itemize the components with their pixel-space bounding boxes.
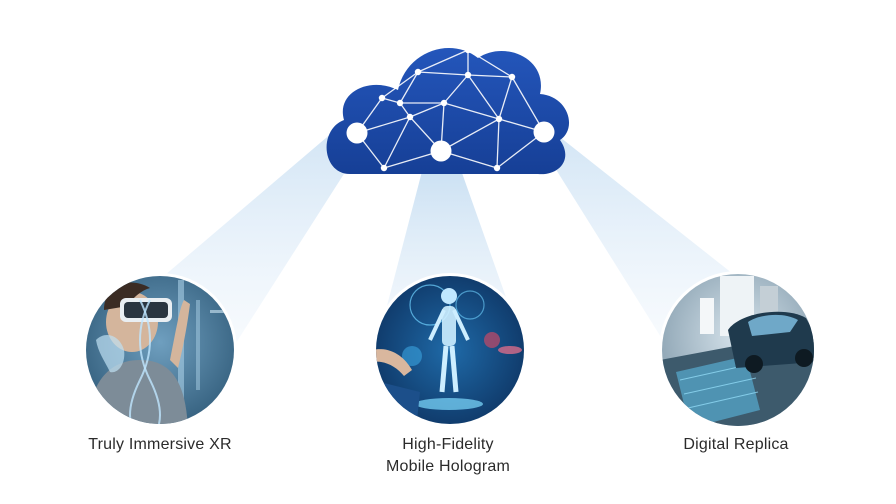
caption-truly-immersive-xr: Truly Immersive XR: [60, 434, 260, 456]
caption-xr-text: Truly Immersive XR: [88, 436, 232, 453]
caption-hologram-line1: High-Fidelity: [402, 436, 494, 453]
digital-car-replica-image: [659, 271, 817, 429]
caption-hologram-line2: Mobile Hologram: [386, 458, 510, 475]
network-cloud-icon: [326, 46, 570, 175]
cloud-node-right: [533, 121, 555, 143]
cloud-node-center: [430, 140, 452, 162]
hologram-body-image: [373, 273, 527, 427]
cloud-node-left: [346, 122, 368, 144]
caption-high-fidelity-mobile-hologram: High-Fidelity Mobile Hologram: [348, 434, 548, 478]
caption-replica-text: Digital Replica: [683, 436, 789, 453]
caption-digital-replica: Digital Replica: [636, 434, 836, 456]
